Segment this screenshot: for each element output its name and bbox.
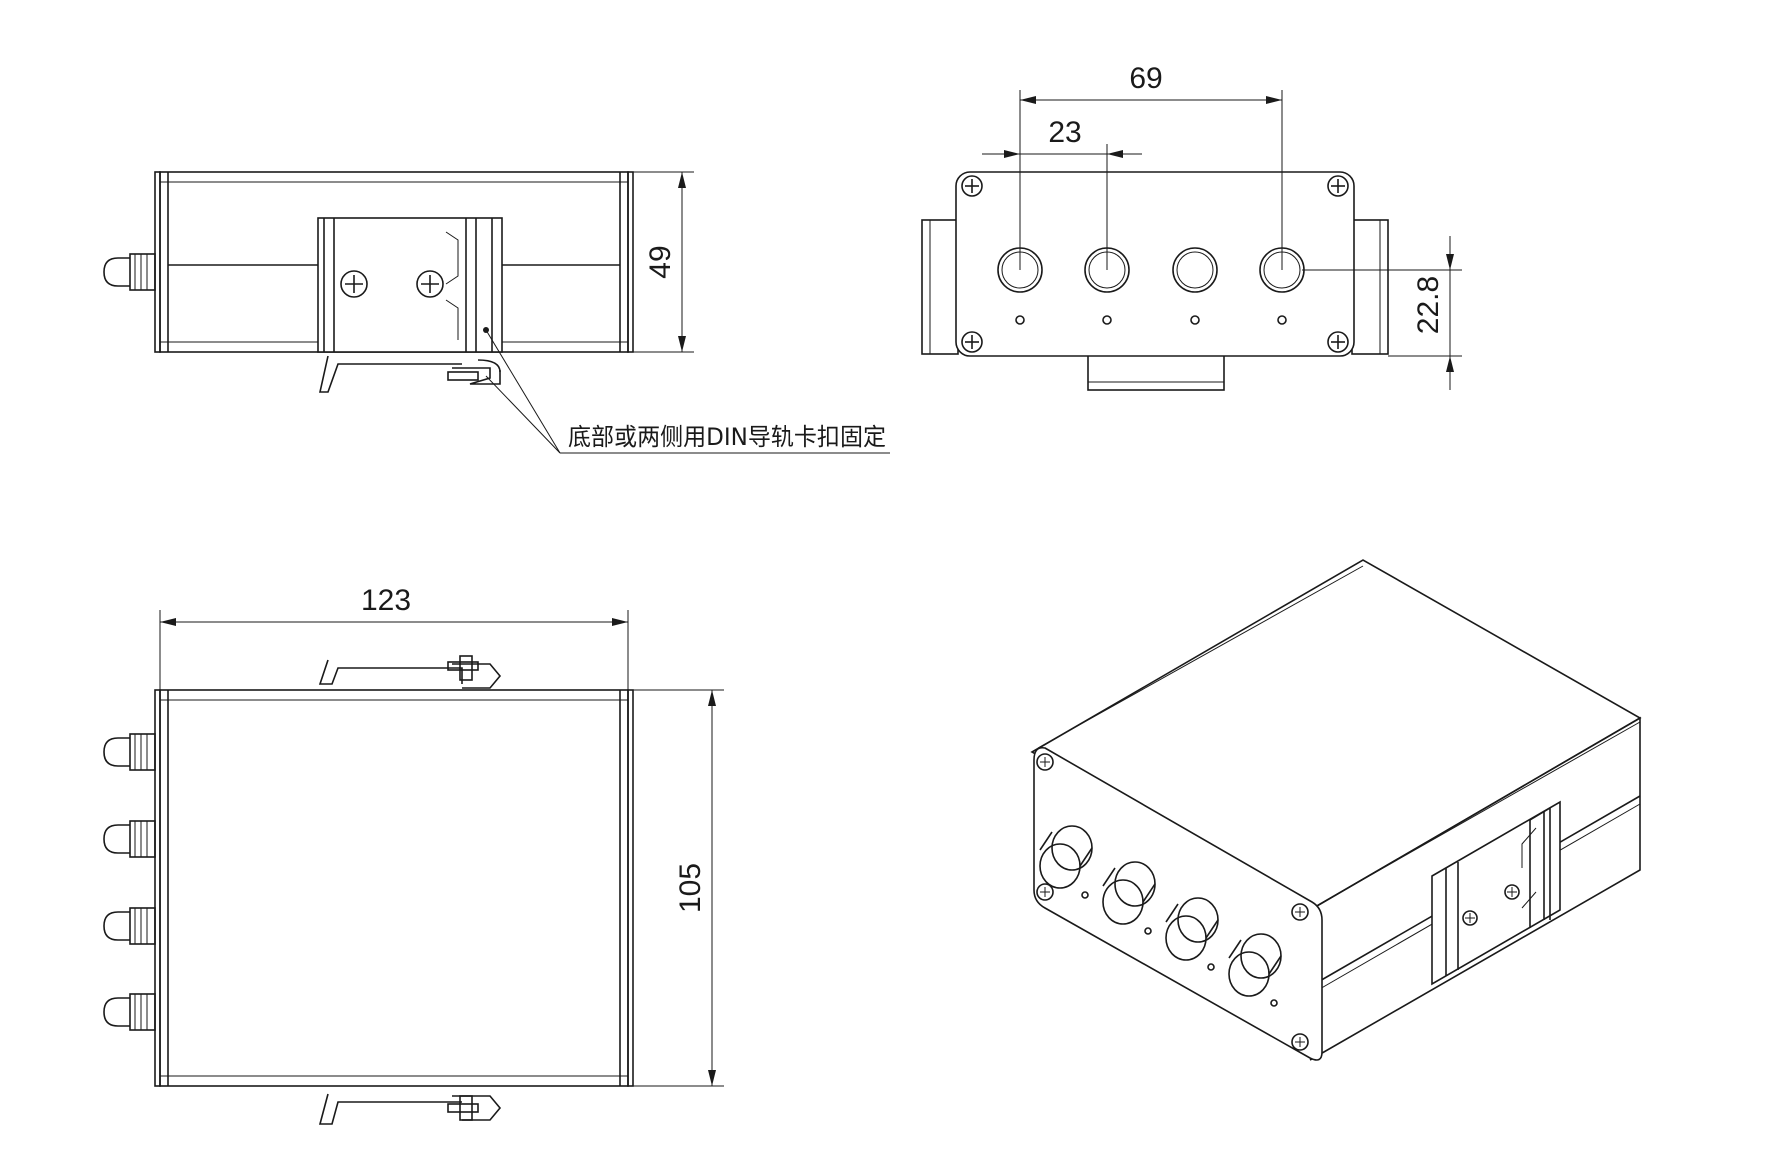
connector-icon [1228, 933, 1282, 997]
screw-icon [416, 270, 444, 298]
din-rail-annotation: 底部或两侧用DIN导轨卡扣固定 [485, 329, 890, 454]
connector-icon [103, 820, 156, 858]
screw-icon [1291, 903, 1309, 921]
screw-icon [961, 331, 983, 353]
screw-icon [1036, 753, 1054, 771]
screw-icon [340, 270, 368, 298]
dimension-label: 105 [674, 863, 707, 913]
dimension-label: 23 [1048, 116, 1081, 149]
screw-icon [1291, 1033, 1309, 1051]
dimension-label: 123 [361, 584, 411, 617]
isometric-view [1030, 559, 1642, 1061]
annotation-text: 底部或两侧用DIN导轨卡扣固定 [568, 423, 886, 451]
dimension-top-depth: 105 [633, 689, 724, 1087]
connector-icon [103, 733, 156, 771]
connector-icon [103, 253, 156, 291]
port-icon [1172, 247, 1218, 293]
end-view: 69 23 22.8 [921, 62, 1462, 391]
dimension-end-connector-height: 22.8 [1302, 236, 1462, 390]
front-view: 49 底部或两侧用DIN导轨卡扣固定 [103, 171, 890, 454]
dimension-end-spacing-total: 69 [1019, 62, 1283, 270]
screw-icon [1327, 331, 1349, 353]
top-view: 123 105 [103, 584, 724, 1125]
screw-icon [961, 175, 983, 197]
connector-icon [1165, 897, 1219, 961]
dimension-label: 69 [1129, 62, 1162, 95]
dimension-end-spacing-pitch: 23 [982, 116, 1142, 270]
screw-icon [1462, 910, 1478, 926]
screw-icon [1504, 884, 1520, 900]
dimension-front-height: 49 [633, 171, 694, 353]
connector-icon [103, 907, 156, 945]
screw-icon [1036, 883, 1054, 901]
screw-icon [1327, 175, 1349, 197]
connector-icon [1039, 825, 1093, 889]
dimension-label: 22.8 [1412, 276, 1445, 334]
dimension-top-width: 123 [159, 584, 629, 690]
connector-icon [1102, 861, 1156, 925]
connector-icon [103, 993, 156, 1031]
dimension-label: 49 [644, 245, 677, 278]
